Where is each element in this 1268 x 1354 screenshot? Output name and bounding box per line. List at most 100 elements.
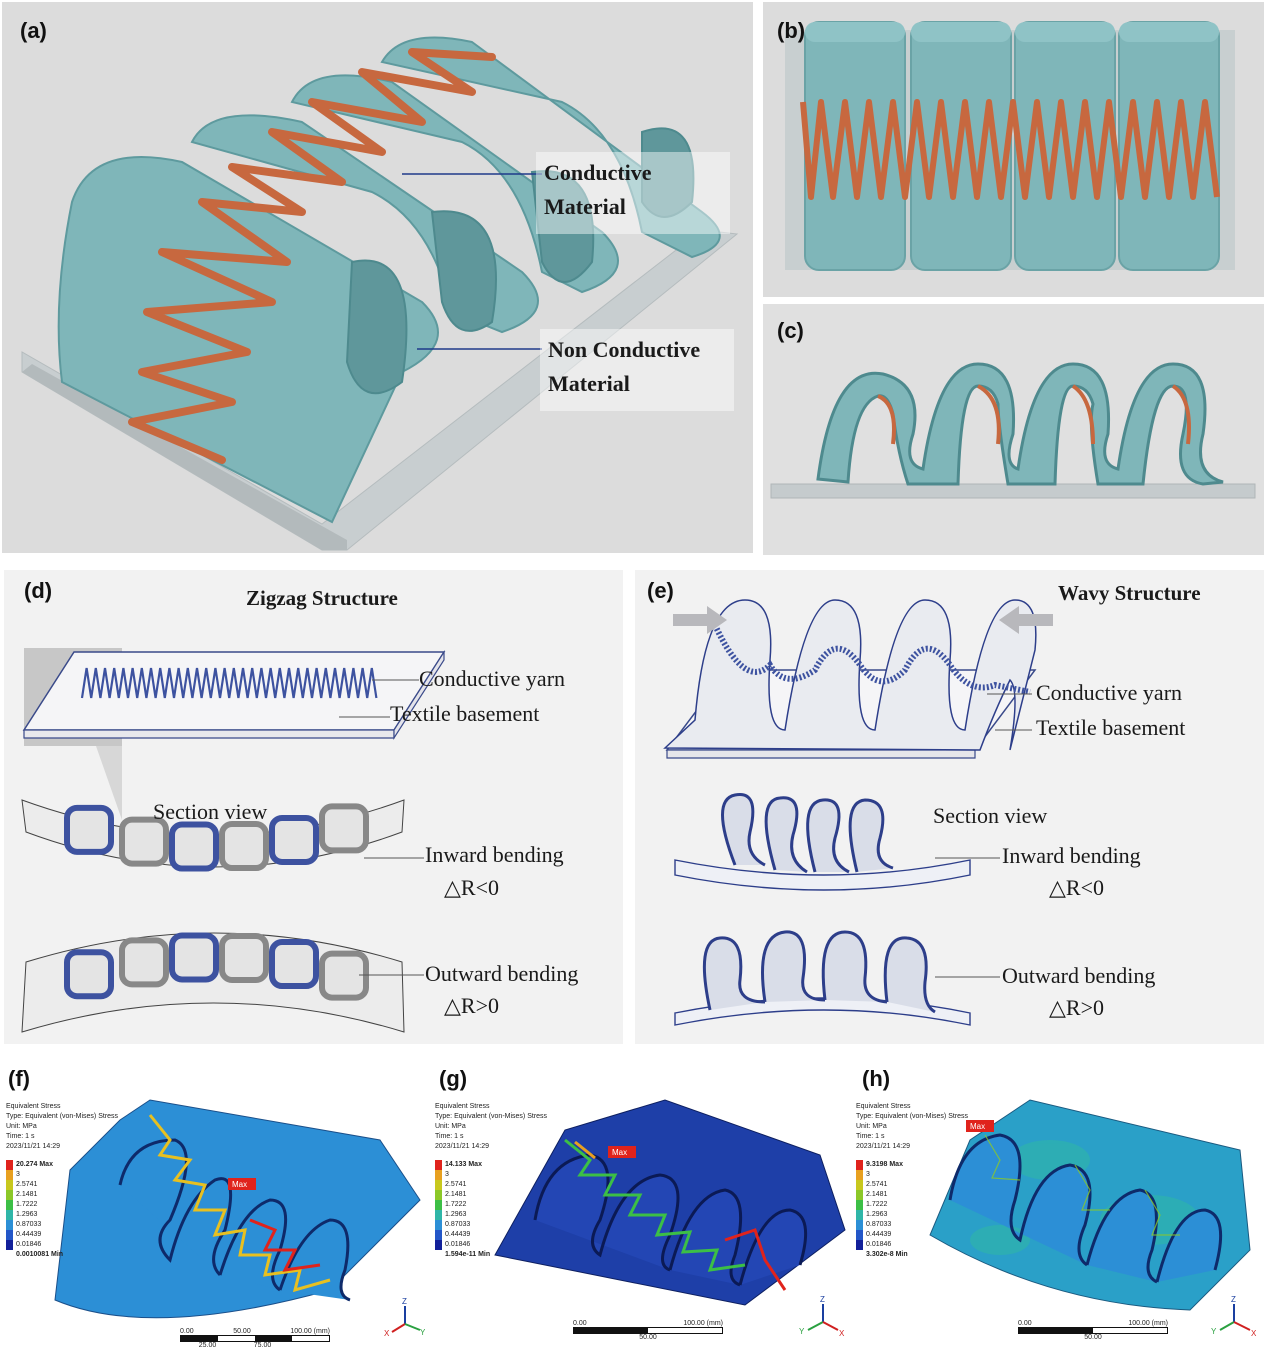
svg-text:Y: Y xyxy=(420,1328,425,1337)
legend-swatch xyxy=(856,1240,863,1250)
legend-value: 1.7222 xyxy=(445,1201,467,1208)
legend-swatch xyxy=(435,1160,442,1170)
legend-row: 3 xyxy=(856,1170,968,1180)
legend-swatch xyxy=(856,1210,863,1220)
legend-row: 2.5741 xyxy=(856,1180,968,1190)
svg-text:Z: Z xyxy=(820,1295,825,1304)
panel-d-inward-bending: Inward bending xyxy=(425,842,564,867)
legend-value: 0.44439 xyxy=(16,1231,42,1238)
panel-h-label: (h) xyxy=(862,1066,891,1091)
zigzag-yarn xyxy=(80,667,378,699)
legend-row: 0.87033 xyxy=(856,1220,968,1230)
callout-conductive-line1: Conductive xyxy=(544,160,652,185)
legend-value: 0.0010081 Min xyxy=(16,1251,64,1258)
legend-value: 2.1481 xyxy=(866,1191,888,1198)
legend-value: 14.133 Max xyxy=(445,1161,482,1168)
legend-value: 2.1481 xyxy=(16,1191,38,1198)
legend-value: 0.44439 xyxy=(866,1231,892,1238)
legend-row: 1.7222 xyxy=(6,1200,118,1210)
callout-conductive-line2: Material xyxy=(544,194,626,219)
legend-swatch xyxy=(435,1210,442,1220)
panel-d-conductive-yarn: Conductive yarn xyxy=(419,666,566,691)
yarn-loop xyxy=(169,821,219,872)
legend-row: 2.1481 xyxy=(856,1190,968,1200)
legend-row: 0.87033 xyxy=(6,1220,118,1230)
legend-row: 1.7222 xyxy=(856,1200,968,1210)
svg-text:X: X xyxy=(839,1329,845,1338)
legend-row: 0.44439 xyxy=(856,1230,968,1240)
callout-non-conductive-material: Non Conductive Material xyxy=(540,329,734,411)
legend-value: 3 xyxy=(16,1171,20,1178)
yarn-loop xyxy=(119,937,169,988)
legend-row: 2.1481 xyxy=(435,1190,547,1200)
legend-swatch xyxy=(6,1190,13,1200)
svg-text:Z: Z xyxy=(1231,1295,1236,1304)
panel-b-render xyxy=(785,21,1235,271)
legend-swatch xyxy=(435,1230,442,1240)
legend-row: 3.302e-8 Min xyxy=(856,1250,968,1260)
legend-value: 1.2963 xyxy=(866,1211,888,1218)
yarn-loop xyxy=(319,803,369,854)
legend-value: 1.2963 xyxy=(16,1211,38,1218)
panel-a: (a) Conductive Material Non Conductive M… xyxy=(2,2,753,553)
panel-e-conductive-yarn: Conductive yarn xyxy=(1036,680,1183,705)
legend-row: 0.87033 xyxy=(435,1220,547,1230)
panel-e-textile-basement: Textile basement xyxy=(1036,715,1186,740)
panel-c-label: (c) xyxy=(777,318,804,343)
yarn-loop xyxy=(119,816,169,867)
legend-row: 9.3198 Max xyxy=(856,1160,968,1170)
svg-text:Z: Z xyxy=(402,1297,407,1306)
yarn-loop xyxy=(169,932,219,983)
legend-swatch xyxy=(435,1180,442,1190)
legend-value: 1.7222 xyxy=(16,1201,38,1208)
legend-swatch xyxy=(856,1190,863,1200)
legend-swatch xyxy=(435,1200,442,1210)
panel-d-outward-delta: △R>0 xyxy=(444,993,499,1018)
legend-row: 20.274 Max xyxy=(6,1160,118,1170)
legend-swatch xyxy=(856,1250,863,1260)
legend-swatch xyxy=(6,1250,13,1260)
panel-h-render: Max Z Y X xyxy=(929,1099,1257,1338)
legend-value: 3.302e-8 Min xyxy=(866,1251,908,1258)
panel-f-axis-triad: Z X Y xyxy=(384,1297,425,1338)
legend-row: 0.01846 xyxy=(435,1240,547,1250)
legend-swatch xyxy=(6,1180,13,1190)
panel-e-outward-bending: Outward bending xyxy=(1002,963,1156,988)
legend-value: 1.594e-11 Min xyxy=(445,1251,491,1258)
legend-value: 0.01846 xyxy=(866,1241,892,1248)
panel-d-title: Zigzag Structure xyxy=(246,586,398,610)
panel-g-label: (g) xyxy=(439,1066,468,1091)
panel-d-inward-delta: △R<0 xyxy=(444,875,499,900)
panel-b: (b) xyxy=(763,2,1264,297)
panel-e-inward-bending: Inward bending xyxy=(1002,843,1141,868)
panel-e-title: Wavy Structure xyxy=(1058,581,1201,605)
callout-conductive-material: Conductive Material xyxy=(536,152,730,234)
legend-swatch xyxy=(435,1190,442,1200)
legend-row: 0.0010081 Min xyxy=(6,1250,118,1260)
legend-swatch xyxy=(435,1250,442,1260)
legend-row: 0.01846 xyxy=(856,1240,968,1250)
legend-swatch xyxy=(856,1220,863,1230)
panel-g-render: Max Z Y X xyxy=(494,1099,846,1338)
legend-row: 1.594e-11 Min xyxy=(435,1250,547,1260)
legend-value: 3 xyxy=(445,1171,449,1178)
legend-row: 0.44439 xyxy=(435,1230,547,1240)
panel-e-diagram xyxy=(663,599,1053,1026)
panel-f-max-tag: Max xyxy=(232,1180,247,1189)
legend-row: 14.133 Max xyxy=(435,1160,547,1170)
conductive-wire xyxy=(128,48,496,464)
callout-non-conductive-line2: Material xyxy=(548,371,630,396)
legend-row: 3 xyxy=(435,1170,547,1180)
legend-value: 3 xyxy=(866,1171,870,1178)
legend-swatch xyxy=(6,1220,13,1230)
legend-value: 0.87033 xyxy=(866,1221,892,1228)
panel-e-inward-delta: △R<0 xyxy=(1049,875,1104,900)
wavy-yarn xyxy=(712,623,1031,695)
